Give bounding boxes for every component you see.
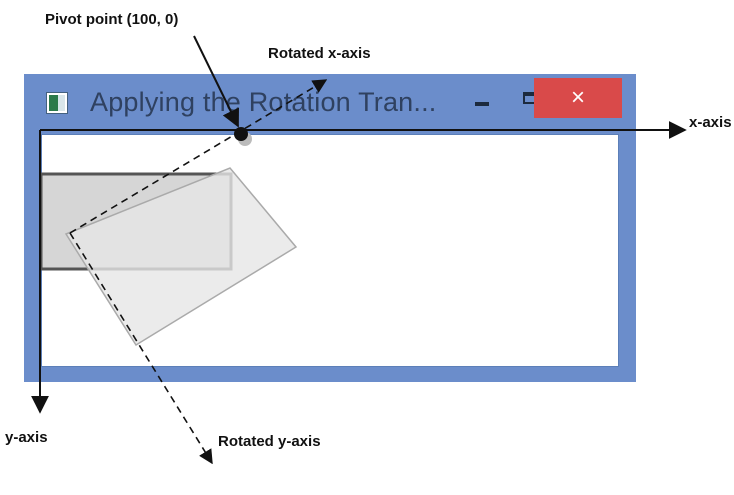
title-bar[interactable]: Applying the Rotation Tran... × — [24, 74, 636, 132]
y-axis-label: y-axis — [5, 429, 48, 446]
pivot-pointer-arrow — [193, 35, 239, 128]
app-icon — [46, 92, 68, 114]
rotated-y-axis-label: Rotated y-axis — [218, 433, 321, 450]
pivot-label: Pivot point (100, 0) — [45, 11, 178, 28]
rotated-x-axis-line — [69, 79, 328, 234]
x-axis-label: x-axis — [689, 114, 732, 131]
pivot-point — [234, 127, 248, 141]
rotated-x-axis-label: Rotated x-axis — [268, 45, 371, 62]
close-icon: × — [570, 84, 585, 111]
window-title: Applying the Rotation Tran... — [90, 87, 437, 117]
rotated-rectangle — [64, 167, 298, 347]
close-button[interactable]: × — [534, 78, 622, 118]
minimize-button[interactable] — [466, 84, 500, 114]
rotated-y-axis-line — [69, 232, 213, 465]
minimize-icon — [475, 102, 489, 106]
